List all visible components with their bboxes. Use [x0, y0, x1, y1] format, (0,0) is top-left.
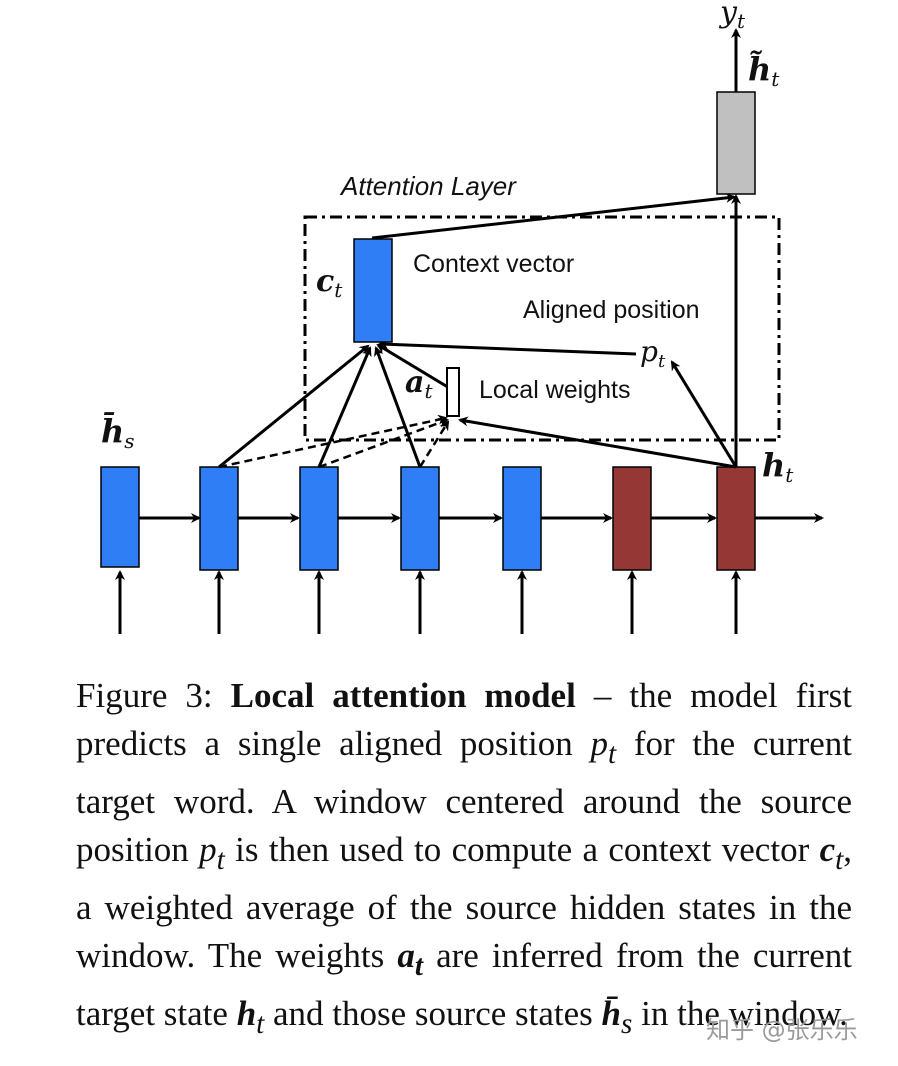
source-state-4	[400, 466, 440, 571]
figure-label: Figure 3:	[76, 676, 213, 715]
source-state-5	[502, 466, 542, 571]
context-vector-label: Context vector	[413, 250, 574, 278]
context-vector-box	[353, 238, 393, 343]
attention-layer-title: Attention Layer	[339, 171, 517, 201]
source-state-3	[299, 466, 339, 571]
figure-caption: Figure 3: Local attention model – the mo…	[76, 676, 852, 1040]
context-arrows	[218, 343, 457, 469]
attention-layer-box	[303, 215, 781, 442]
target-state-2	[716, 466, 756, 571]
target-state-1	[612, 466, 652, 571]
source-state-2	[199, 466, 239, 571]
a-t-symbol: at	[405, 365, 433, 403]
watermark: 知乎 @张乐乐	[706, 1016, 858, 1044]
source-state-1	[100, 466, 140, 568]
attentional-state-box	[716, 91, 756, 195]
h-bar-s-symbol: h̄s	[101, 412, 135, 453]
input-arrows	[115, 570, 741, 634]
local-weight-arrows	[218, 414, 450, 469]
aligned-position-label: Aligned position	[523, 296, 700, 324]
h-t-symbol: ht	[762, 446, 794, 487]
c-t-symbol: ct	[316, 264, 343, 302]
y-t-symbol: yt	[718, 0, 746, 33]
local-weights-box	[446, 367, 460, 417]
h-tilde-t-symbol: h̃t	[748, 50, 780, 91]
target-states	[612, 466, 756, 571]
source-states	[100, 466, 542, 571]
target-arrows	[371, 28, 741, 469]
local-weights-label: Local weights	[479, 376, 630, 404]
p-t-symbol: pt	[640, 335, 666, 372]
caption-title: Local attention model	[230, 676, 576, 715]
local-attention-diagram: Attention Layer	[100, 0, 824, 634]
